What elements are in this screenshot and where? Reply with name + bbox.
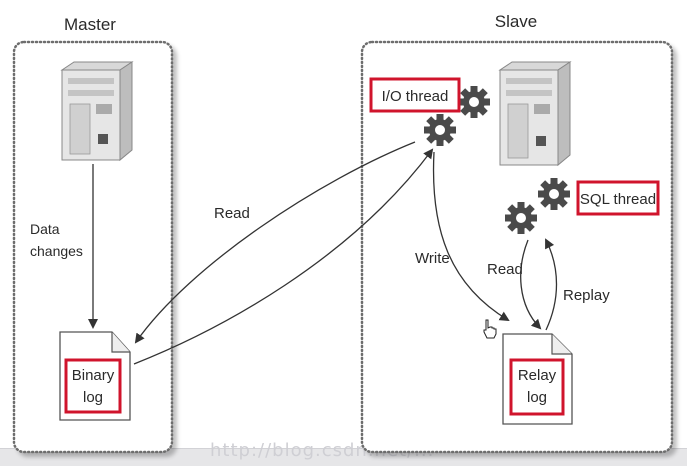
write-arrow bbox=[432, 151, 510, 322]
write-label: Write bbox=[415, 250, 450, 267]
replay-label: Replay bbox=[563, 287, 610, 304]
binary-log-label-line1: Binary bbox=[72, 367, 115, 384]
slave-server-icon bbox=[498, 61, 572, 167]
binary-log-highlight bbox=[64, 358, 122, 414]
data-changes-label-line2: changes bbox=[30, 243, 83, 259]
relay-log-highlight bbox=[509, 358, 565, 416]
read-slave-label: Read bbox=[487, 261, 523, 278]
slave-title: Slave bbox=[495, 12, 538, 31]
binary-log-label-line2: log bbox=[83, 389, 103, 406]
relay-log-label-line1: Relay bbox=[518, 367, 557, 384]
binary-log-document bbox=[59, 331, 131, 421]
relay-log-label-line2: log bbox=[527, 389, 547, 406]
read-arrow-to-binlog bbox=[134, 141, 416, 344]
io-thread-highlight bbox=[369, 77, 461, 113]
master-server-icon bbox=[60, 61, 134, 162]
master-title: Master bbox=[64, 15, 116, 34]
read-arrow-to-io-thread bbox=[133, 148, 434, 365]
data-changes-label-line1: Data bbox=[30, 221, 60, 237]
read-master-label: Read bbox=[214, 205, 250, 222]
hand-cursor-icon bbox=[483, 319, 497, 339]
relay-log-document bbox=[502, 333, 573, 425]
io-thread-label: I/O thread bbox=[382, 88, 449, 105]
sql-thread-label: SQL thread bbox=[580, 191, 656, 208]
sql-thread-highlight bbox=[576, 180, 660, 216]
replay-arrow bbox=[545, 238, 558, 331]
read-slave-arrow bbox=[520, 239, 542, 330]
